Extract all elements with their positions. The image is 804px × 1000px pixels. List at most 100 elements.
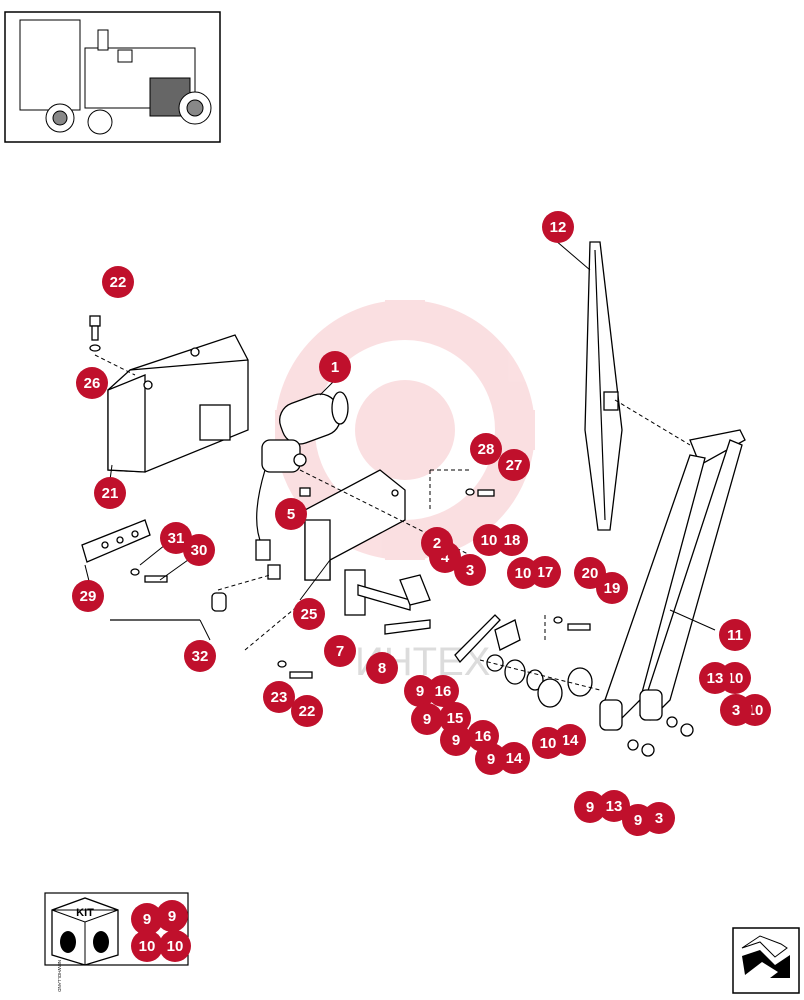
callout-27[interactable]: 27: [498, 449, 530, 481]
svg-text:23: 23: [271, 689, 288, 706]
svg-text:22: 22: [299, 703, 316, 720]
wiper-arm: [599, 429, 746, 731]
callout-29[interactable]: 29: [72, 580, 104, 612]
svg-text:16: 16: [435, 683, 452, 700]
kit-callout-10[interactable]: 10: [159, 930, 191, 962]
callout-14[interactable]: 14: [498, 742, 530, 774]
callout-9[interactable]: 9: [440, 724, 472, 756]
callout-10[interactable]: 10: [473, 524, 505, 556]
svg-text:9: 9: [168, 908, 176, 925]
kit-callout-9[interactable]: 9: [131, 903, 163, 935]
callout-26[interactable]: 26: [76, 367, 108, 399]
svg-text:3: 3: [655, 810, 663, 827]
svg-text:3: 3: [732, 702, 740, 719]
callout-18[interactable]: 18: [496, 524, 528, 556]
kit-brand-left: NEWHOLLAND: [57, 960, 62, 993]
kit-label: KIT: [76, 907, 94, 919]
callout-11[interactable]: 11: [719, 619, 751, 651]
svg-text:9: 9: [416, 683, 424, 700]
callout-25[interactable]: 25: [293, 598, 325, 630]
svg-text:13: 13: [606, 798, 623, 815]
callout-5[interactable]: 5: [275, 498, 307, 530]
wiper-blade: [584, 241, 691, 531]
svg-text:2: 2: [433, 535, 441, 552]
svg-text:10: 10: [481, 532, 498, 549]
callout-9[interactable]: 9: [404, 675, 436, 707]
callout-19[interactable]: 19: [596, 572, 628, 604]
svg-text:4: 4: [441, 549, 450, 566]
svg-text:21: 21: [102, 485, 119, 502]
svg-text:17: 17: [537, 564, 554, 581]
svg-text:10: 10: [727, 670, 744, 687]
callout-13[interactable]: 13: [699, 662, 731, 694]
svg-text:14: 14: [506, 750, 523, 767]
svg-text:9: 9: [634, 812, 642, 829]
new-holland-leaf-icon: [60, 931, 109, 953]
callout-2[interactable]: 2: [421, 527, 453, 559]
svg-text:20: 20: [582, 565, 599, 582]
svg-text:9: 9: [423, 711, 431, 728]
callout-8[interactable]: 8: [366, 652, 398, 684]
callout-10[interactable]: 10: [507, 557, 539, 589]
callout-30[interactable]: 30: [183, 534, 215, 566]
svg-text:30: 30: [191, 542, 208, 559]
svg-text:26: 26: [84, 375, 101, 392]
cover-housing: [107, 334, 249, 473]
callout-9[interactable]: 9: [622, 804, 654, 836]
svg-text:9: 9: [586, 799, 594, 816]
svg-text:10: 10: [540, 735, 557, 752]
svg-text:7: 7: [336, 643, 344, 660]
svg-text:16: 16: [475, 728, 492, 745]
svg-text:28: 28: [478, 441, 495, 458]
callout-12[interactable]: 12: [542, 211, 574, 243]
svg-text:9: 9: [452, 732, 460, 749]
callout-7[interactable]: 7: [324, 635, 356, 667]
callouts: 1 12 22 26 21 28 27 5 4 2 3 18 10 17 10 …: [72, 211, 771, 836]
svg-text:12: 12: [550, 219, 567, 236]
callout-22[interactable]: 22: [291, 695, 323, 727]
callout-10[interactable]: 10: [532, 727, 564, 759]
callout-1[interactable]: 1: [319, 351, 351, 383]
kit-callout-10[interactable]: 10: [131, 930, 163, 962]
kit-box[interactable]: KIT NEWHOLLAND 9 9 10 10: [44, 892, 191, 993]
svg-text:31: 31: [168, 530, 185, 547]
svg-text:5: 5: [287, 506, 295, 523]
callout-13[interactable]: 13: [598, 790, 630, 822]
svg-text:11: 11: [727, 627, 743, 644]
svg-text:1: 1: [331, 359, 339, 376]
linkage-assembly: [299, 469, 546, 664]
bushing-stack: [479, 654, 601, 708]
callout-22[interactable]: 22: [102, 266, 134, 298]
svg-text:8: 8: [378, 660, 386, 677]
callout-9[interactable]: 9: [475, 743, 507, 775]
callout-9[interactable]: 9: [411, 703, 443, 735]
svg-text:25: 25: [301, 606, 318, 623]
next-page-arrow-icon[interactable]: [732, 927, 800, 994]
callout-28[interactable]: 28: [470, 433, 502, 465]
callout-9[interactable]: 9: [574, 791, 606, 823]
callout-32[interactable]: 32: [184, 640, 216, 672]
svg-text:29: 29: [80, 588, 97, 605]
rubber-block: [81, 519, 151, 563]
screw-top: [89, 315, 136, 376]
callout-23[interactable]: 23: [263, 681, 295, 713]
forklift-thumbnail[interactable]: [4, 11, 221, 143]
motor-bracket: [304, 469, 406, 581]
arm-nuts: [627, 716, 694, 757]
callout-3[interactable]: 3: [454, 554, 486, 586]
svg-text:13: 13: [707, 670, 724, 687]
wiper-motor: [261, 391, 349, 473]
svg-text:10: 10: [167, 938, 184, 955]
svg-text:32: 32: [192, 648, 209, 665]
callout-21[interactable]: 21: [94, 477, 126, 509]
bolts-group: [130, 487, 591, 679]
svg-text:19: 19: [604, 580, 621, 597]
kit-callout-9[interactable]: 9: [156, 900, 188, 932]
svg-text:15: 15: [447, 710, 464, 727]
svg-text:3: 3: [466, 562, 474, 579]
svg-text:10: 10: [139, 938, 156, 955]
callout-16[interactable]: 16: [427, 675, 459, 707]
svg-text:9: 9: [487, 751, 495, 768]
callout-3[interactable]: 3: [720, 694, 752, 726]
